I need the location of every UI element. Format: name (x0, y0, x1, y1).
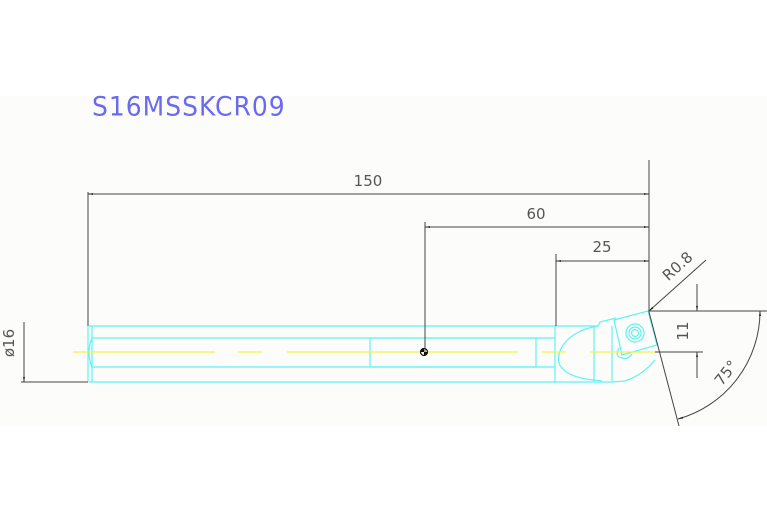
tool-designation-title: S16MSSKCR09 (92, 91, 286, 122)
dimension-shank-diameter: ø16 (0, 329, 18, 357)
dimension-offset: 11 (674, 321, 692, 340)
dimension-head-length: 25 (592, 238, 611, 256)
shank-body (87, 325, 556, 383)
dimension-overall-length: 150 (354, 172, 383, 190)
dimension-length-to-reference: 60 (526, 205, 545, 223)
dimension-corner-radius: R0.8 (659, 248, 697, 284)
tool-head (555, 317, 656, 383)
dimension-lead-angle: 75° (711, 357, 742, 389)
dimension-lines (21, 160, 767, 427)
reference-point-marker (419, 347, 429, 357)
